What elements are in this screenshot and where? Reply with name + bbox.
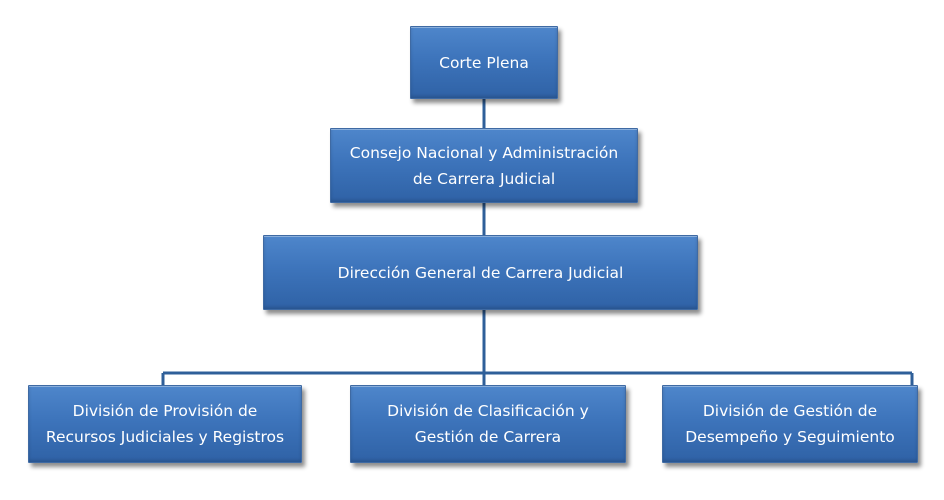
node-direccion-general: Dirección General de Carrera Judicial bbox=[263, 235, 698, 310]
node-consejo-nacional: Consejo Nacional y Administración de Car… bbox=[330, 128, 638, 203]
node-consejo-nacional-label: Consejo Nacional y Administración de Car… bbox=[349, 143, 619, 188]
node-division-clasificacion: División de Clasificación y Gestión de C… bbox=[350, 385, 626, 463]
node-corte-plena: Corte Plena bbox=[410, 26, 558, 99]
node-corte-plena-label: Corte Plena bbox=[439, 53, 529, 72]
node-division-provision-label: División de Provisión de Recursos Judici… bbox=[45, 402, 285, 446]
node-division-gestion-label: División de Gestión de Desempeño y Segui… bbox=[685, 402, 895, 446]
node-division-provision: División de Provisión de Recursos Judici… bbox=[28, 385, 302, 463]
node-division-clasificacion-label: División de Clasificación y Gestión de C… bbox=[387, 402, 589, 446]
node-division-gestion: División de Gestión de Desempeño y Segui… bbox=[662, 385, 918, 463]
node-direccion-general-label: Dirección General de Carrera Judicial bbox=[337, 263, 624, 282]
